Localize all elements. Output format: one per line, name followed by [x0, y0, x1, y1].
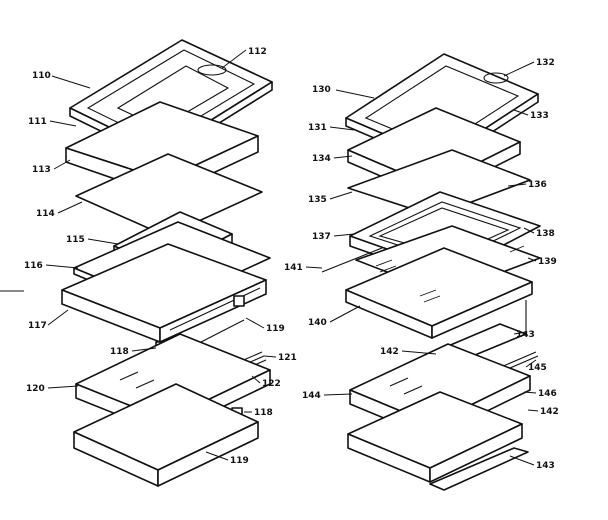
- callout-117: 117: [28, 321, 47, 331]
- callout-145: 145: [528, 363, 547, 373]
- callout-140: 140: [308, 318, 327, 328]
- part-140-tray: [345, 247, 533, 339]
- callout-119-a: 119: [266, 324, 285, 334]
- callout-labels: 110 112 111 113 114 115 116 117 119 118 …: [24, 47, 559, 471]
- callout-111: 111: [28, 117, 47, 127]
- callout-114: 114: [36, 209, 55, 219]
- callout-115: 115: [66, 235, 85, 245]
- part-122-base-box: [73, 383, 259, 487]
- callout-112: 112: [248, 47, 267, 57]
- callout-113: 113: [32, 165, 51, 175]
- callout-141: 141: [284, 263, 303, 273]
- callout-143-a: 143: [516, 330, 535, 340]
- callout-121: 121: [278, 353, 297, 363]
- callout-119-b: 119: [230, 456, 249, 466]
- callout-136: 136: [528, 180, 547, 190]
- callout-135: 135: [308, 195, 327, 205]
- callout-116: 116: [24, 261, 43, 271]
- callout-120: 120: [26, 384, 45, 394]
- callout-118-b: 118: [254, 408, 273, 418]
- callout-146: 146: [538, 389, 557, 399]
- callout-142-a: 142: [380, 347, 399, 357]
- callout-134: 134: [312, 154, 331, 164]
- part-146-base: [347, 391, 523, 483]
- part-143-lower-handle: [429, 447, 529, 491]
- callout-132: 132: [536, 58, 555, 68]
- callout-130: 130: [312, 85, 331, 95]
- part-114-sheet: [75, 153, 263, 237]
- leader-lines: [45, 49, 539, 466]
- callout-139: 139: [538, 257, 557, 267]
- part-141-rod: [321, 247, 383, 273]
- callout-133: 133: [530, 111, 549, 121]
- callout-142-b: 142: [540, 407, 559, 417]
- callout-131: 131: [308, 123, 327, 133]
- callout-122: 122: [262, 379, 281, 389]
- callout-143-b: 143: [536, 461, 555, 471]
- callout-138: 138: [536, 229, 555, 239]
- callout-118-a: 118: [110, 347, 129, 357]
- callout-137: 137: [312, 232, 331, 242]
- callout-110: 110: [32, 71, 51, 81]
- callout-144: 144: [302, 391, 321, 401]
- part-135-sheet: [347, 149, 531, 217]
